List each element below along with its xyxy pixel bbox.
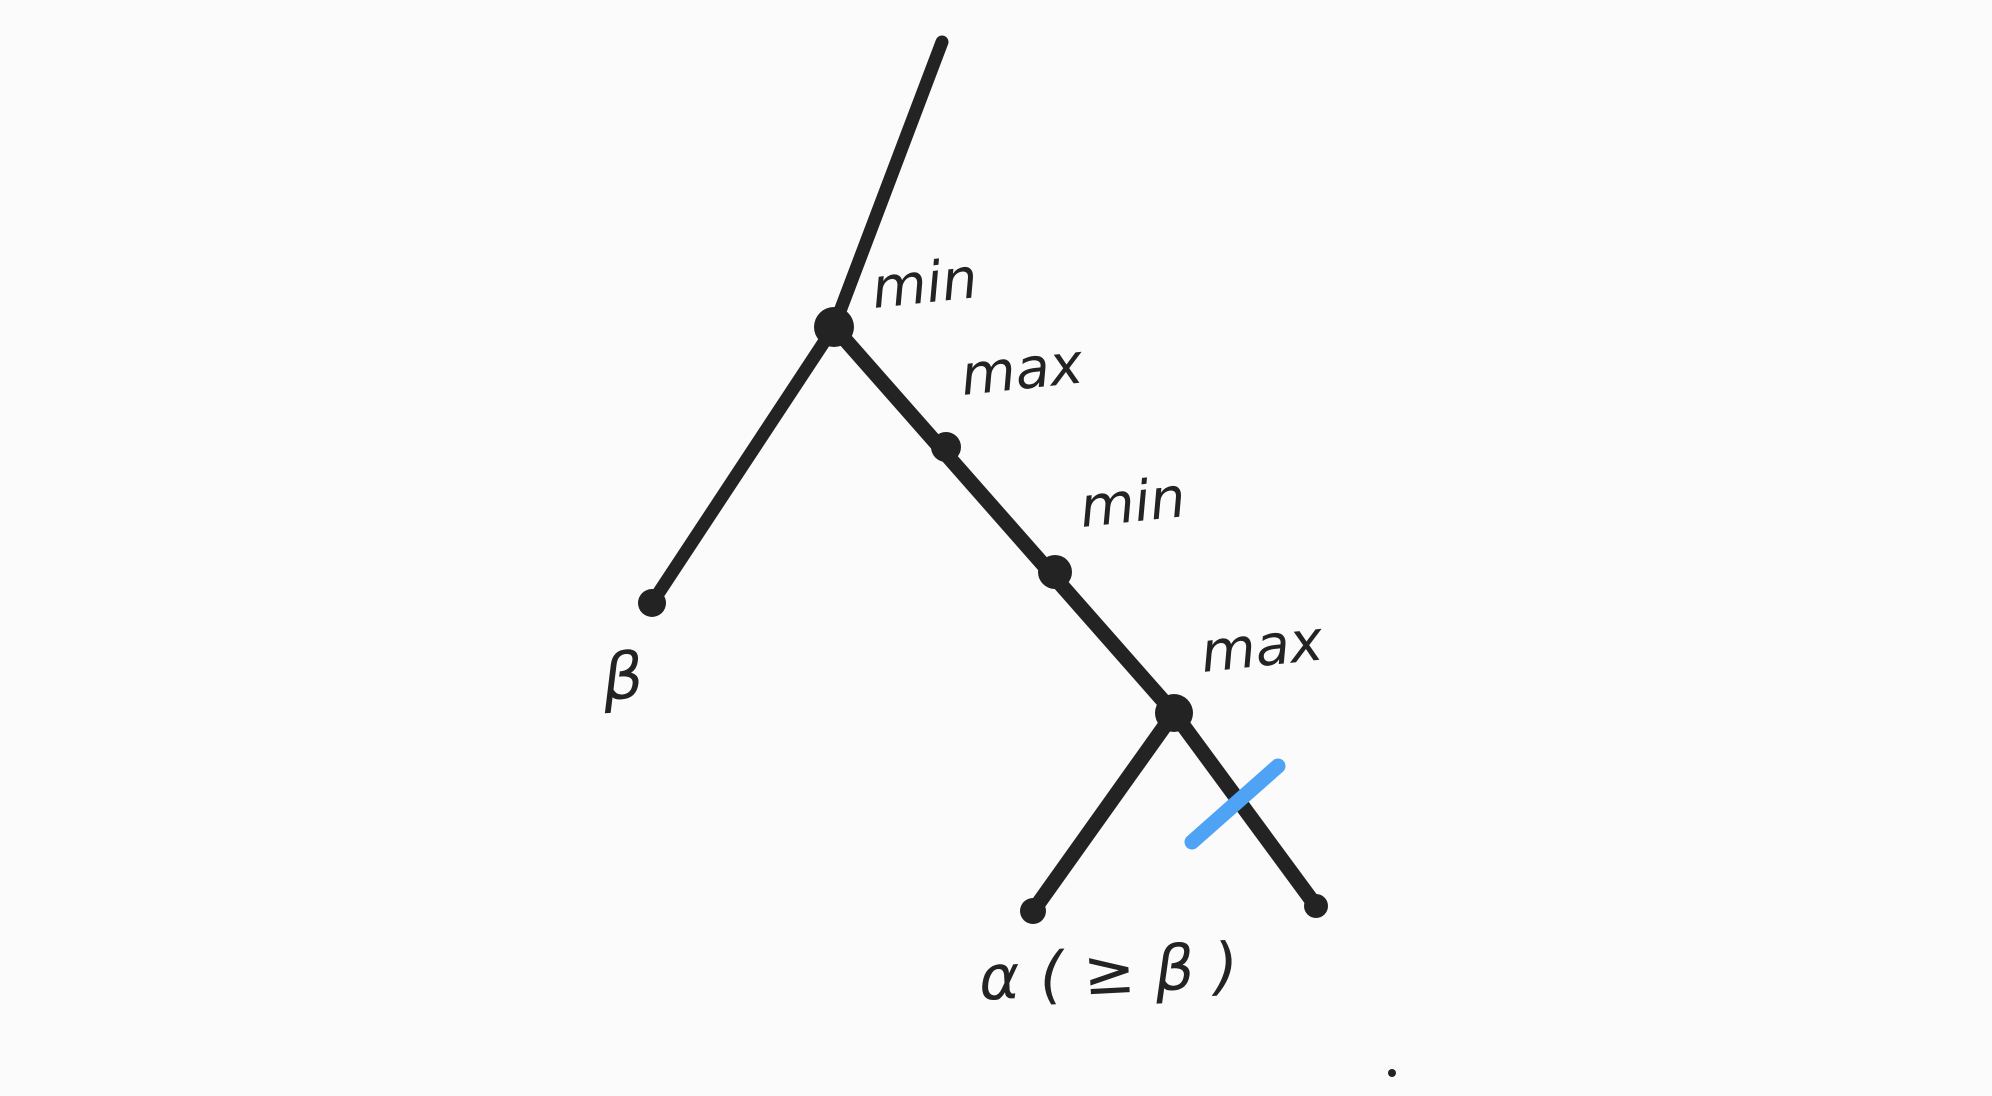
- node-beta-leaf[interactable]: [638, 589, 666, 617]
- prune-slash-mark: [1184, 758, 1286, 850]
- label-min-top: min: [869, 246, 981, 322]
- edge-min-to-beta: [645, 320, 841, 610]
- node-max-lower[interactable]: [1155, 694, 1193, 732]
- node-min-lower[interactable]: [1038, 555, 1072, 589]
- edge-root-stub: [827, 35, 949, 334]
- edge-min-to-max: [826, 319, 1182, 721]
- label-group: min max min max β α ( ≥ β ): [599, 246, 1327, 1015]
- label-max-lower: max: [1198, 608, 1327, 685]
- node-pruned-leaf[interactable]: [1304, 894, 1328, 918]
- label-min-lower: min: [1077, 465, 1189, 541]
- edge-group: [645, 35, 1324, 919]
- label-beta: β: [599, 639, 646, 716]
- node-group: [638, 307, 1396, 1077]
- stray-dot: [1388, 1069, 1396, 1077]
- label-alpha: α ( ≥ β ): [977, 928, 1240, 1014]
- node-max-upper[interactable]: [931, 432, 961, 462]
- edge-max-to-pruned: [1166, 705, 1324, 914]
- node-min-top[interactable]: [814, 307, 854, 347]
- node-alpha-leaf[interactable]: [1020, 898, 1046, 924]
- edge-max-to-alpha: [1025, 705, 1182, 919]
- label-max-upper: max: [958, 331, 1087, 408]
